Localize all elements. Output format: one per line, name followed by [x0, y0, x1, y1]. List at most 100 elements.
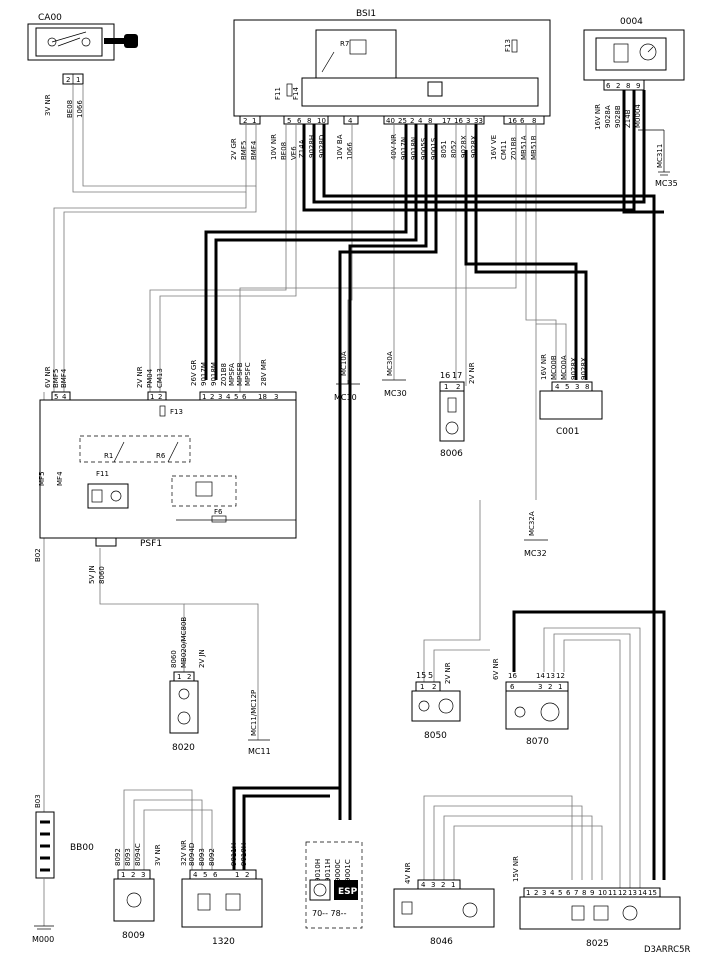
svg-text:9028X: 9028X	[470, 135, 478, 158]
esp-text: ESP	[338, 887, 358, 897]
svg-text:6: 6	[566, 889, 571, 897]
bsi1-label: BSI1	[356, 9, 376, 19]
psf1-box	[39, 399, 297, 539]
svg-text:8: 8	[582, 889, 586, 897]
svg-text:9028B: 9028B	[614, 105, 622, 128]
svg-text:4: 4	[193, 871, 198, 879]
gear-icon	[445, 421, 459, 435]
svg-text:8093: 8093	[198, 848, 206, 866]
svg-text:15: 15	[648, 889, 657, 897]
svg-text:F13: F13	[504, 39, 512, 52]
svg-text:9001C: 9001C	[344, 859, 352, 882]
svg-text:MC11/MC12P: MC11/MC12P	[250, 690, 258, 736]
svg-text:2V NR: 2V NR	[444, 662, 452, 684]
svg-text:8052: 8052	[450, 140, 458, 158]
svg-text:MC32: MC32	[524, 549, 547, 558]
svg-text:2: 2	[441, 881, 445, 889]
svg-text:4: 4	[62, 393, 67, 401]
svg-text:VE6: VE6	[290, 146, 298, 160]
svg-text:1: 1	[252, 117, 256, 125]
svg-text:16: 16	[454, 117, 463, 125]
svg-text:9011H: 9011H	[230, 843, 238, 866]
svg-text:9028X: 9028X	[580, 357, 588, 380]
svg-text:16V NR: 16V NR	[540, 354, 548, 380]
svg-text:1: 1	[558, 683, 562, 691]
ca00-ignition-switch: CA00 2 1 3V NR BE08 1066	[27, 13, 138, 118]
c0004-module: 0004 6 2 8 9 16V NR 9028A 9028B Z14B M00…	[583, 17, 685, 188]
svg-text:F6: F6	[214, 508, 223, 516]
svg-text:8094D: 8094D	[188, 843, 196, 866]
svg-text:B02: B02	[34, 548, 42, 562]
gear-icon	[622, 905, 638, 921]
svg-text:MC10A: MC10A	[340, 351, 348, 376]
b8025-module: 15V NR 1 2 3 4 5 6 7 8 9 10 11 12 13 14 …	[512, 856, 681, 949]
psf1-label: PSF1	[140, 539, 162, 549]
svg-text:5V JN: 5V JN	[88, 565, 96, 584]
svg-text:MB51A: MB51A	[520, 135, 528, 160]
svg-text:2V GR: 2V GR	[230, 138, 238, 160]
svg-text:10V BA: 10V BA	[336, 134, 344, 160]
svg-text:4V NR: 4V NR	[404, 862, 412, 884]
svg-text:9001S: 9001S	[430, 137, 438, 160]
pump-icon	[540, 702, 560, 722]
svg-text:6: 6	[297, 117, 302, 125]
svg-text:9028X: 9028X	[570, 357, 578, 380]
svg-text:1: 1	[76, 76, 80, 84]
svg-text:F14: F14	[292, 87, 300, 100]
svg-text:9010H: 9010H	[314, 859, 322, 882]
svg-text:MC30A: MC30A	[386, 351, 394, 376]
b8009-component: 8092 8093 8094C 3V NR 1 2 3 8009	[113, 843, 162, 941]
svg-text:13: 13	[628, 889, 637, 897]
b8050-component: 15 5 2V NR 1 2 8050	[411, 662, 461, 741]
svg-text:MC00B: MC00B	[550, 355, 558, 380]
svg-text:2: 2	[534, 889, 538, 897]
svg-text:1066: 1066	[76, 100, 84, 118]
svg-text:MC11: MC11	[248, 747, 271, 756]
svg-text:9018M: 9018M	[210, 362, 218, 386]
svg-text:2: 2	[210, 393, 214, 401]
svg-text:MB51B: MB51B	[530, 135, 538, 160]
svg-text:7: 7	[574, 889, 578, 897]
svg-text:MF4: MF4	[56, 471, 64, 486]
svg-text:PM04: PM04	[146, 368, 154, 388]
svg-text:MC311: MC311	[656, 144, 664, 168]
b8070-component: 6V NR 16 14 13 12 6 3 2 1 8070	[492, 658, 569, 747]
svg-text:1: 1	[420, 683, 424, 691]
svg-text:R7: R7	[340, 40, 349, 48]
c0004-label: 0004	[620, 17, 643, 27]
b8046-component: 4V NR 4 3 2 1 8046	[393, 862, 495, 947]
svg-text:17: 17	[442, 117, 451, 125]
svg-text:16V NR: 16V NR	[594, 104, 602, 130]
svg-text:9028D: 9028D	[318, 135, 326, 158]
svg-text:6: 6	[520, 117, 525, 125]
svg-text:R1: R1	[104, 452, 113, 460]
svg-text:9011H: 9011H	[324, 859, 332, 882]
svg-text:MPSFA: MPSFA	[228, 363, 236, 386]
bb00-label: BB00	[70, 843, 94, 853]
svg-text:2: 2	[548, 683, 552, 691]
svg-text:8092: 8092	[208, 848, 216, 866]
svg-text:1: 1	[451, 881, 455, 889]
svg-text:13: 13	[546, 672, 555, 680]
b8020-component: 8060 MB020/MC80B 2V JN 1 2 8020	[169, 617, 206, 753]
svg-text:MC32A: MC32A	[528, 511, 536, 536]
svg-text:14: 14	[638, 889, 647, 897]
svg-text:1: 1	[526, 889, 530, 897]
svg-text:5: 5	[203, 871, 207, 879]
svg-text:Z01B8: Z01B8	[220, 363, 228, 386]
svg-text:16: 16	[508, 117, 517, 125]
c001-module: 16V NR MC00B MC00A 9028X 9028X 4 5 3 8 C…	[539, 354, 603, 437]
svg-text:8060: 8060	[170, 650, 178, 668]
svg-text:R6: R6	[156, 452, 166, 460]
svg-text:MC00A: MC00A	[560, 355, 568, 380]
svg-text:10V NR: 10V NR	[270, 134, 278, 160]
b8020-label: 8020	[172, 743, 195, 753]
svg-text:15V NR: 15V NR	[512, 856, 520, 882]
svg-text:28V MR: 28V MR	[260, 359, 268, 386]
ca00-connector: 3V NR	[44, 94, 52, 116]
svg-text:F11: F11	[96, 470, 109, 478]
svg-text:BE08: BE08	[280, 142, 288, 160]
svg-text:33: 33	[474, 117, 483, 125]
svg-text:25: 25	[398, 117, 407, 125]
svg-text:9: 9	[636, 82, 640, 90]
